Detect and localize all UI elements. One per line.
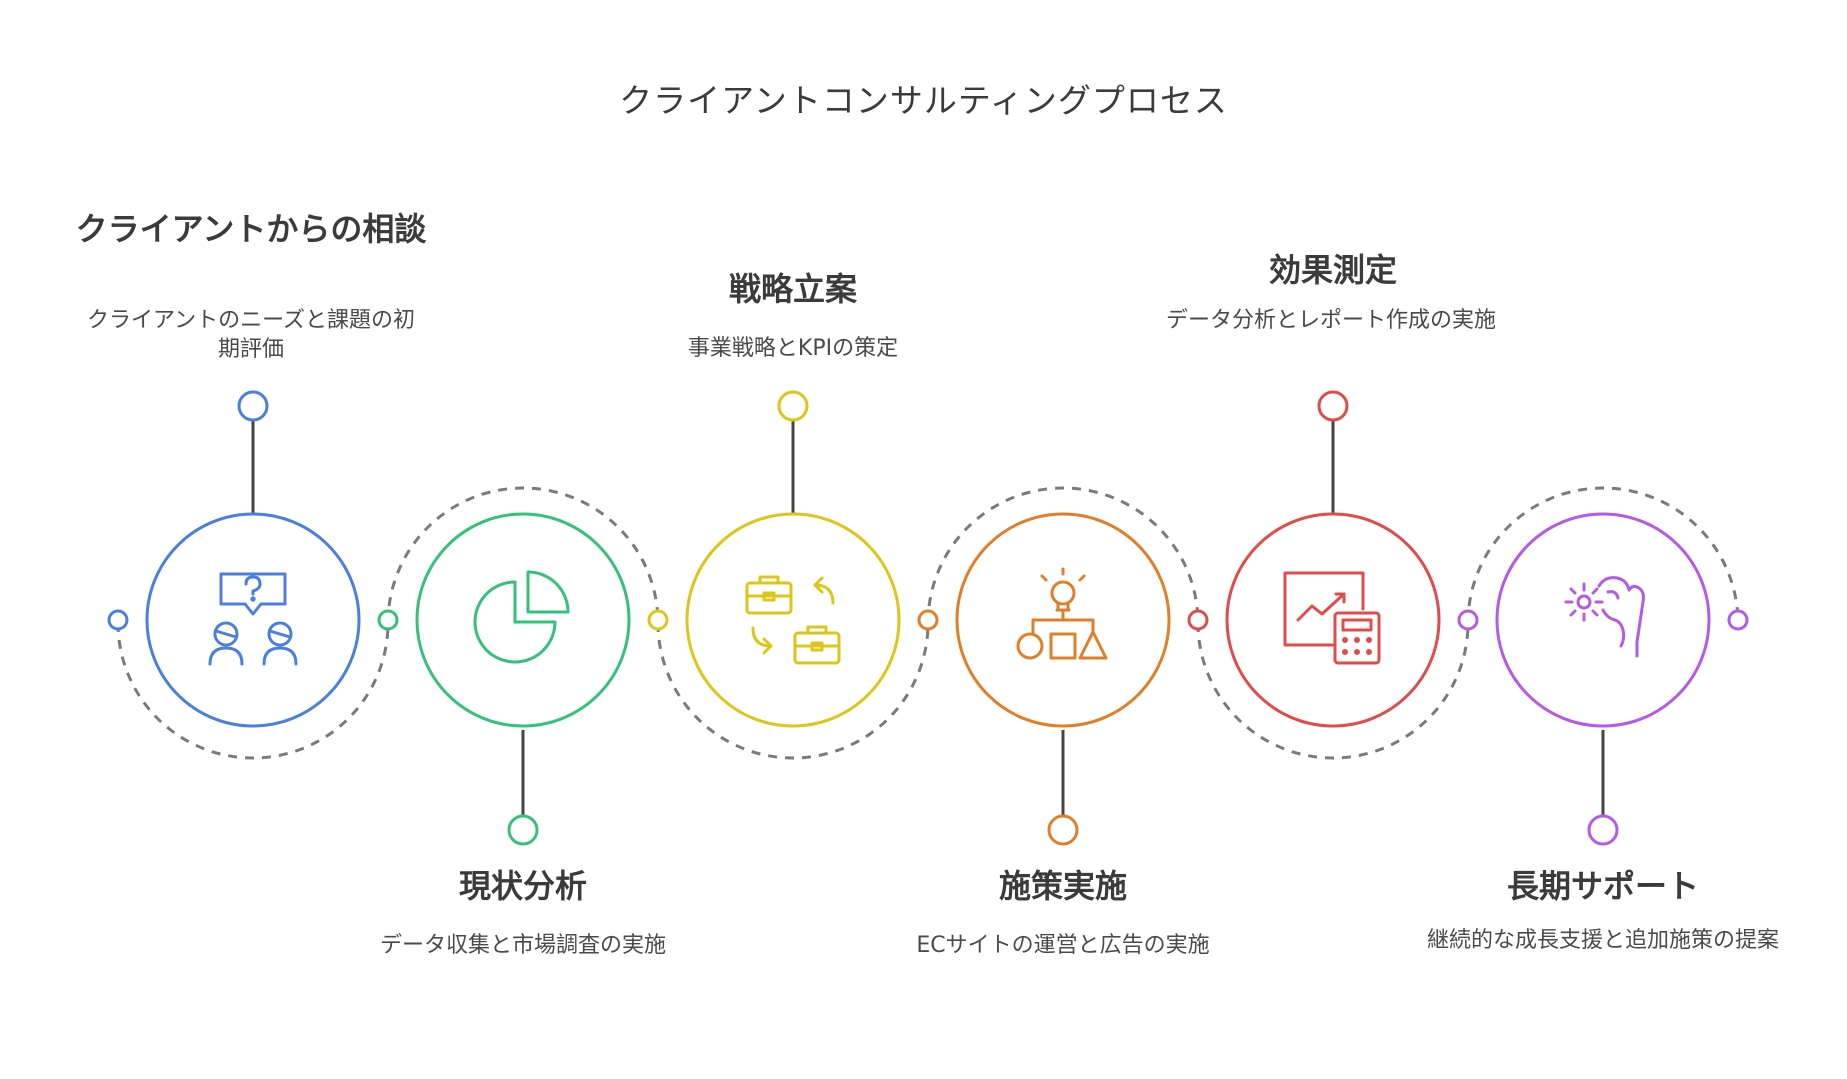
consultation-question-icon xyxy=(208,572,298,666)
step-title-3: 戦略立案 xyxy=(728,270,857,308)
step-circle-2 xyxy=(415,512,631,728)
arc-5 xyxy=(1196,622,1470,760)
arc-6 xyxy=(1466,486,1740,624)
step-title-6: 長期サポート xyxy=(1506,867,1699,905)
step-desc-5: データ分析とレポート作成の実施 xyxy=(1165,308,1496,333)
junction-dots xyxy=(107,609,1749,631)
arc-2 xyxy=(386,486,660,624)
step-circle-6 xyxy=(1495,512,1711,728)
step-desc-3: 事業戦略とKPIの策定 xyxy=(687,336,899,361)
step-circle-1 xyxy=(145,512,361,728)
step-circle-3 xyxy=(685,512,901,728)
stems xyxy=(251,420,1605,818)
step-desc-4: ECサイトの運営と広告の実施 xyxy=(916,933,1210,958)
chart-calculator-icon xyxy=(1283,571,1381,665)
arc-3 xyxy=(656,622,930,760)
arc-1 xyxy=(116,622,390,760)
gear-hand-icon xyxy=(1564,576,1645,658)
strategy-briefcase-icon xyxy=(745,575,841,665)
connector-arcs xyxy=(116,486,1740,760)
step-desc-1: クライアントのニーズと課題の初期評価 xyxy=(86,308,416,362)
end-caps xyxy=(237,390,1619,846)
step-title-5: 効果測定 xyxy=(1268,251,1397,289)
pie-chart-icon xyxy=(473,570,570,664)
step-desc-6: 継続的な成長支援と追加施策の提案 xyxy=(1426,928,1779,953)
idea-flow-icon xyxy=(1016,567,1108,660)
step-title-4: 施策実施 xyxy=(998,867,1127,905)
step-title-2: 現状分析 xyxy=(458,867,587,905)
step-desc-2: データ収集と市場調査の実施 xyxy=(379,933,666,958)
diagram-title: クライアントコンサルティングプロセス xyxy=(619,81,1228,120)
arc-4 xyxy=(926,486,1200,624)
step-title-1: クライアントからの相談 xyxy=(75,210,427,248)
step-circle-5 xyxy=(1225,512,1441,728)
